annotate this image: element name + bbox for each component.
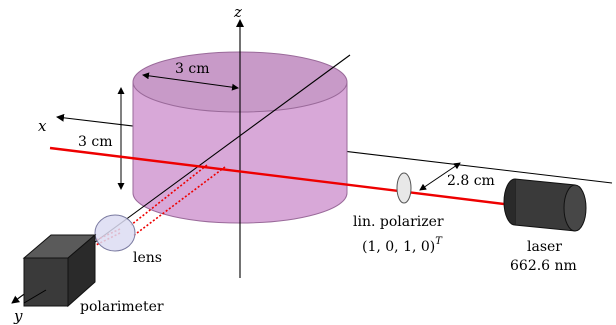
radius-label: 3 cm [175,61,209,77]
height-label: 3 cm [78,134,112,150]
laser-label: laser [527,239,562,255]
focusing-lens [94,214,136,252]
distance-dimension-arrow [419,162,461,191]
laser-beam [49,146,521,208]
linear-polarizer [396,172,412,204]
y-axis-label: y [13,307,23,325]
polarizer-stokes-vector: (1, 0, 1, 0)T [362,236,443,255]
polarimeter-label: polarimeter [80,299,164,315]
lens-label: lens [133,250,162,266]
polarimeter-device [22,233,97,308]
polarizer-distance-label: 2.8 cm [447,173,495,189]
polarizer-label: lin. polarizer [353,214,444,230]
laser-wavelength-label: 662.6 nm [510,258,577,274]
x-axis-label: x [38,117,47,135]
stokes-transpose: T [435,236,443,247]
laser-device [503,178,587,232]
z-axis-label: z [233,3,242,21]
radius-dimension-arrow [142,72,239,91]
